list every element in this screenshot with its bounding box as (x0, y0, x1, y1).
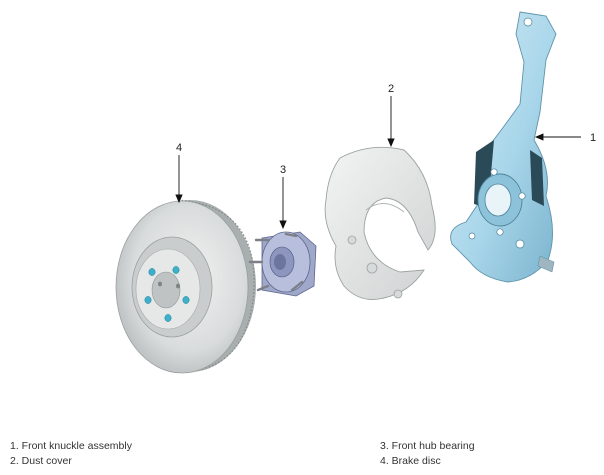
legend-left-column: 1. Front knuckle assembly 2. Dust cover (10, 439, 132, 469)
legend-item-brake-disc: 4. Brake disc (380, 455, 441, 467)
disc-bolt-holes (144, 266, 190, 322)
leader-lines (175, 96, 581, 230)
callout-4: 4 (176, 142, 182, 154)
front-hub-bearing (248, 231, 317, 297)
exploded-view-diagram: 1 2 3 4 (115, 11, 596, 374)
front-knuckle-assembly (450, 11, 557, 283)
legend-item-front-hub-bearing: 3. Front hub bearing (380, 440, 475, 452)
hub-studs (248, 232, 304, 292)
callout-2: 2 (388, 83, 394, 95)
legend-item-dust-cover: 2. Dust cover (10, 455, 72, 467)
legend-right-column: 3. Front hub bearing 4. Brake disc (380, 439, 475, 469)
callout-1: 1 (590, 132, 596, 144)
knuckle-bolt-holes (468, 17, 533, 249)
dust-cover (324, 146, 436, 300)
brake-disc (115, 199, 256, 374)
callout-3: 3 (280, 164, 286, 176)
legend-item-front-knuckle-assembly: 1. Front knuckle assembly (10, 440, 132, 452)
